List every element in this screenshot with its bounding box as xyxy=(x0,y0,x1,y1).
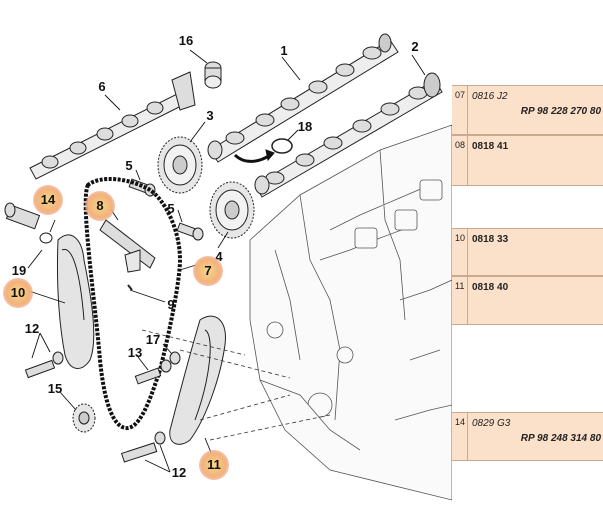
tensioner-guide-10 xyxy=(56,234,95,369)
parts-code: 0818 40 xyxy=(472,282,509,293)
callout-3: 3 xyxy=(206,108,214,123)
chain-guide-8 xyxy=(99,219,156,269)
callout-5b: 5 xyxy=(167,201,175,216)
leader-lines xyxy=(25,49,426,473)
engine-block xyxy=(249,124,452,501)
callout-13: 13 xyxy=(127,345,143,360)
callout-16: 16 xyxy=(178,33,194,48)
parts-ref: 10 xyxy=(452,229,468,275)
callout-7: 7 xyxy=(193,256,223,286)
vvt-sprocket-3 xyxy=(157,136,203,194)
callout-12a: 12 xyxy=(24,321,40,336)
callout-5a: 5 xyxy=(125,158,133,173)
seal-ring-18 xyxy=(271,138,293,154)
parts-ref: 14 xyxy=(452,413,468,460)
fixed-guide-11 xyxy=(169,315,226,445)
part-16-cylinder xyxy=(204,61,222,89)
parts-code: 0818 41 xyxy=(472,141,509,152)
parts-part-number: RP 98 228 270 80 xyxy=(520,106,601,117)
callout-15: 15 xyxy=(47,381,63,396)
callout-18: 18 xyxy=(297,119,313,134)
parts-ref: 11 xyxy=(452,277,468,324)
callout-8: 8 xyxy=(85,191,115,221)
timing-chain xyxy=(83,177,183,430)
parts-ref: 08 xyxy=(452,136,468,185)
camshaft-6 xyxy=(29,71,196,180)
crank-sprocket-15 xyxy=(72,403,96,433)
callout-10: 10 xyxy=(3,278,33,308)
callout-4: 4 xyxy=(215,249,223,264)
parts-code: 0818 33 xyxy=(472,234,509,245)
parts-row: 11 0818 40 xyxy=(452,276,603,325)
callout-9: 9 xyxy=(167,297,175,312)
camshaft-exhaust xyxy=(254,72,443,198)
callout-17: 17 xyxy=(145,332,161,347)
tensioner-14 xyxy=(4,202,41,230)
vvt-sprocket-4 xyxy=(209,181,255,239)
parts-row: 07 0816 J2 RP 98 228 270 80 xyxy=(452,85,603,135)
callout-12b: 12 xyxy=(171,465,187,480)
parts-row: 10 0818 33 xyxy=(452,228,603,276)
parts-row: 14 0829 G3 RP 98 248 314 80 xyxy=(452,412,603,461)
parts-code: 0816 J2 xyxy=(472,91,508,102)
bolt-12a xyxy=(24,351,64,379)
callout-11: 11 xyxy=(199,450,229,480)
timing-chain-exploded-diagram xyxy=(4,33,452,501)
parts-row: 08 0818 41 xyxy=(452,135,603,186)
parts-ref: 07 xyxy=(452,86,468,134)
callout-2: 2 xyxy=(411,39,419,54)
callout-6: 6 xyxy=(98,79,106,94)
camshaft-intake xyxy=(209,33,399,163)
bolt-12b xyxy=(120,431,166,463)
callout-1: 1 xyxy=(280,43,288,58)
bolt-13 xyxy=(134,359,172,385)
parts-part-number: RP 98 248 314 80 xyxy=(520,433,601,444)
callout-14: 14 xyxy=(33,185,63,215)
callout-19: 19 xyxy=(11,263,27,278)
parts-code: 0829 G3 xyxy=(472,418,511,429)
bolt-5b xyxy=(176,222,204,241)
